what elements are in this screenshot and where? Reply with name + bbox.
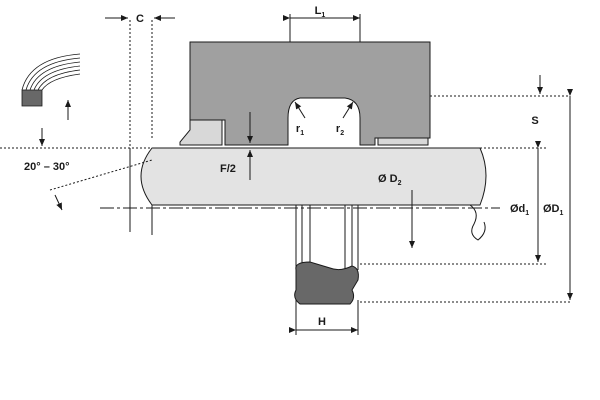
seal-sketch xyxy=(21,53,81,107)
label-c: C xyxy=(136,13,144,25)
housing-block xyxy=(189,41,431,146)
housing-lip xyxy=(179,119,223,146)
section-lines xyxy=(295,205,359,335)
label-d2: Ø D2 xyxy=(378,173,402,187)
label-r1: r1 xyxy=(296,123,304,137)
label-angle: 20° – 30° xyxy=(24,161,70,173)
label-l1: L1 xyxy=(315,5,326,19)
label-h: H xyxy=(318,316,326,328)
label-d1-small: Ød1 xyxy=(510,203,529,217)
housing-slot xyxy=(377,137,429,146)
label-f2: F/2 xyxy=(220,163,236,175)
label-d1-big: ØD1 xyxy=(543,203,564,217)
label-r2: r2 xyxy=(336,123,344,137)
label-s: S xyxy=(531,115,538,127)
rod-break-line xyxy=(469,204,486,241)
rod xyxy=(140,147,487,206)
seal-section xyxy=(294,261,359,305)
dimension-lines xyxy=(39,14,573,333)
